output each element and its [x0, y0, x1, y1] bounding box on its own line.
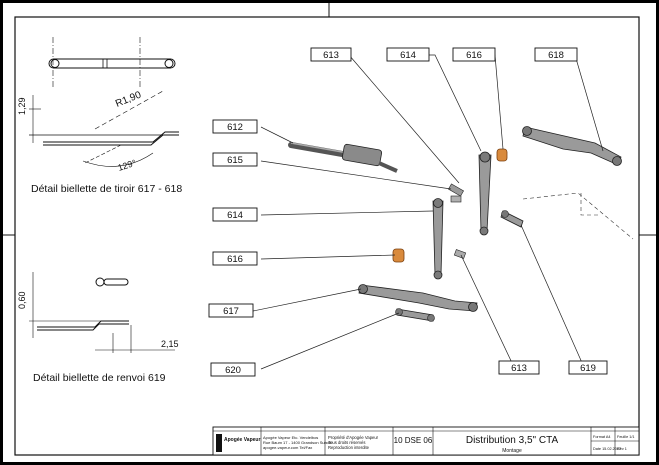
- date-cell: Date 15.02.2007: [593, 447, 621, 451]
- title-block: Apogée Vapeur Apogée Vapeur Etc. Vendelb…: [212, 426, 640, 456]
- callout-618: 618: [548, 50, 564, 61]
- detail-1-dim-angle: 129°: [117, 158, 138, 173]
- property-line-2: Tous droits réservés: [328, 440, 365, 445]
- callout-620: 620: [225, 365, 241, 376]
- technical-drawing: 1,29 R1,90 129° Détail biellette de tiro…: [3, 3, 656, 456]
- detail-2-view: 0,60 2,15 Détail biellette de renvoi 619: [17, 272, 179, 384]
- callout-614-left: 614: [227, 210, 243, 221]
- detail-2-caption: Détail biellette de renvoi 619: [33, 372, 166, 384]
- sheet-cell: Feuille 1/1: [617, 435, 635, 439]
- detail-2-dim-length: 2,15: [161, 339, 179, 349]
- callout-614-top: 614: [400, 50, 416, 61]
- callout-616-left: 616: [227, 254, 243, 265]
- part-613-pin: [453, 249, 467, 259]
- part-612-valve-rod: [288, 142, 398, 173]
- company-logo-text: Apogée Vapeur: [224, 437, 260, 443]
- company-line-3: apogee-vapeur.com Tel/Fax: [263, 445, 312, 450]
- part-619-return-link: [500, 210, 524, 228]
- part-620-link: [395, 308, 435, 322]
- drawing-subtitle: Montage: [502, 448, 522, 454]
- property-line-1: Propriété d'Apogée Vapeur: [328, 435, 379, 440]
- callouts: 613 614 616 618 612 615 614 616 617 620 …: [208, 47, 608, 377]
- drawing-border: [14, 16, 640, 456]
- detail-1-view: 1,29 R1,90 129° Détail biellette de tiro…: [17, 37, 182, 195]
- callout-615: 615: [227, 155, 243, 166]
- exploded-assembly: [252, 54, 634, 370]
- drawing-title: Distribution 3,5" CTA: [466, 435, 559, 446]
- company-logo-mark: [216, 434, 222, 452]
- company-line-1: Apogée Vapeur Etc. Vendelbos: [263, 435, 318, 440]
- company-line-2: Rue Baum 17 - 1400 Grandson Suisse: [263, 440, 332, 445]
- part-616-bushing-upper: [496, 148, 508, 162]
- part-615-pin: [448, 183, 464, 203]
- detail-1-dim-height: 1,29: [17, 97, 27, 115]
- part-618-valve-link: [522, 126, 622, 166]
- property-line-3: Reproduction interdite: [328, 445, 370, 450]
- callout-616-top: 616: [466, 50, 482, 61]
- detail-2-dim-height: 0,60: [17, 291, 27, 309]
- callout-619: 619: [580, 363, 596, 374]
- detail-1-dim-radius: R1,90: [114, 89, 143, 109]
- callout-617: 617: [223, 306, 239, 317]
- detail-1-caption: Détail biellette de tiroir 617 - 618: [31, 183, 182, 195]
- part-614-lower-lever: [432, 198, 444, 280]
- drawing-number: 10 DSE 06: [394, 436, 433, 445]
- format-cell: Format A4: [593, 435, 611, 439]
- revision-cell: Rév 1: [617, 447, 627, 451]
- drawing-sheet: 1,29 R1,90 129° Détail biellette de tiro…: [3, 3, 656, 462]
- leader-lines: [252, 54, 604, 370]
- part-617-valve-link: [358, 284, 478, 312]
- part-616-bushing-lower: [392, 248, 405, 263]
- callout-613-top: 613: [323, 50, 339, 61]
- callout-612: 612: [227, 122, 243, 133]
- callout-613-bottom: 613: [511, 363, 527, 374]
- part-614-upper-lever: [478, 151, 492, 236]
